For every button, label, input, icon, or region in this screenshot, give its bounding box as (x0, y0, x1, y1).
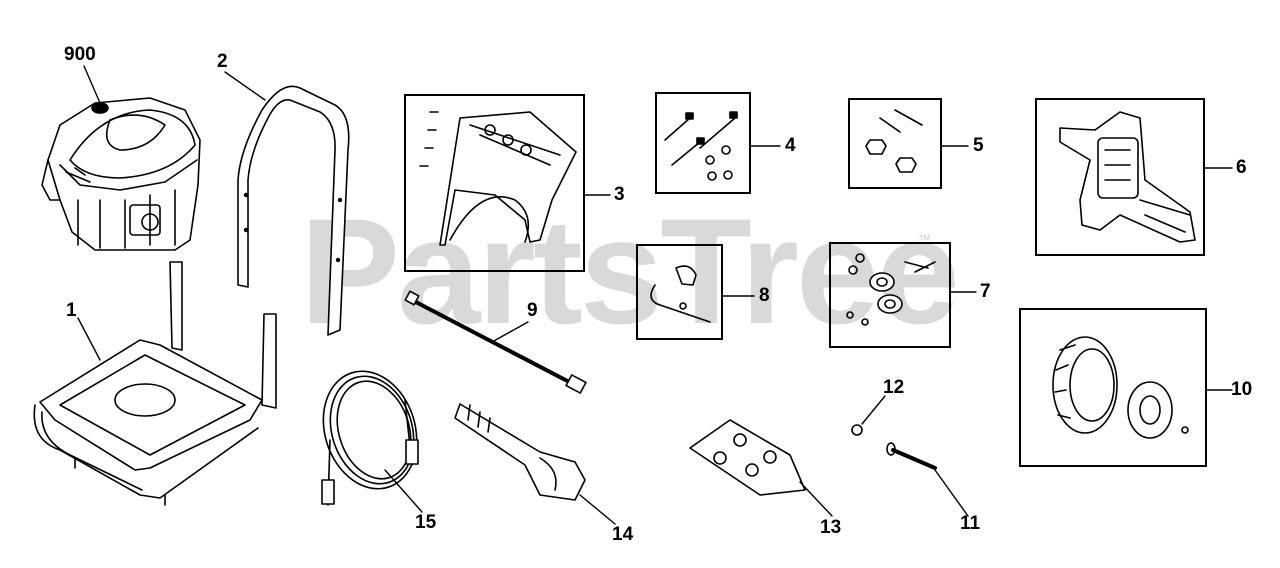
part-box-5[interactable] (848, 98, 942, 189)
part-box-4[interactable] (655, 92, 751, 194)
handle-drawing (237, 85, 350, 336)
parts-bag-drawing (689, 419, 806, 496)
part-box-8[interactable] (636, 244, 723, 340)
callout-13[interactable]: 13 (820, 517, 842, 538)
callout-2[interactable]: 2 (217, 51, 228, 72)
leader-lines (77, 65, 1233, 525)
spray-gun-drawing (454, 403, 586, 501)
frame-base-drawing (33, 261, 277, 506)
wheel-drawing (1052, 336, 1189, 439)
nut-drawing-12 (851, 424, 863, 436)
callout-4[interactable]: 4 (785, 135, 796, 156)
callout-10[interactable]: 10 (1231, 379, 1253, 400)
callout-9[interactable]: 9 (527, 300, 538, 321)
cap-drawing-8 (650, 265, 711, 323)
wand-drawing (404, 290, 587, 394)
callout-15[interactable]: 15 (415, 512, 437, 533)
callout-11[interactable]: 11 (960, 513, 981, 534)
callout-8[interactable]: 8 (759, 285, 770, 306)
callout-3[interactable]: 3 (614, 184, 625, 205)
callout-12[interactable]: 12 (883, 377, 905, 398)
callout-1[interactable]: 1 (66, 300, 77, 321)
callout-5[interactable]: 5 (973, 135, 984, 156)
hose-drawing (321, 370, 419, 506)
bolts-drawing-4 (664, 111, 738, 181)
screws-drawing-5 (865, 109, 923, 173)
callout-6[interactable]: 6 (1236, 157, 1247, 178)
pin-drawing-11 (886, 442, 937, 470)
pump-drawing (1059, 111, 1196, 243)
part-box-10[interactable] (1019, 308, 1207, 467)
part-box-7[interactable] (829, 242, 951, 348)
bearing-drawing-7 (846, 253, 936, 326)
callout-900[interactable]: 900 (64, 44, 96, 65)
engine-drawing (41, 97, 201, 251)
part-box-6[interactable] (1035, 98, 1205, 256)
bracket-drawing (419, 111, 577, 246)
part-box-3[interactable] (404, 94, 585, 272)
callout-14[interactable]: 14 (612, 524, 634, 545)
callout-7[interactable]: 7 (980, 281, 991, 302)
